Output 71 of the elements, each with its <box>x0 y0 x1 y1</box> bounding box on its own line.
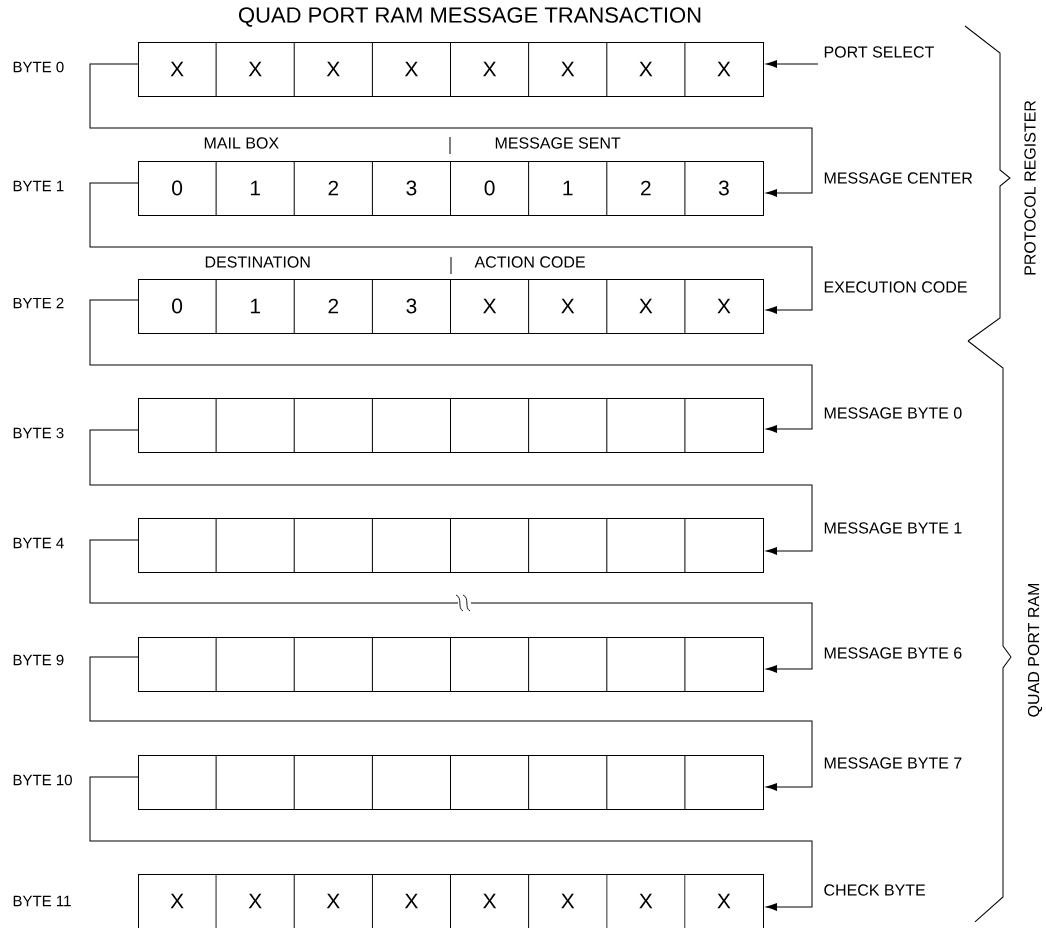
bit-value: X <box>404 61 418 77</box>
connector-arrow <box>766 60 819 68</box>
connector-arrow <box>89 429 813 555</box>
bit-value: X <box>170 893 184 909</box>
byte-label: BYTE 4 <box>13 537 64 549</box>
bit-value: X <box>717 298 731 314</box>
title: QUAD PORT RAM MESSAGE TRANSACTION <box>239 7 701 27</box>
bit-value: 0 <box>172 180 183 196</box>
section-label: PROTOCOL REGISTER <box>1024 100 1036 275</box>
bit-value: 1 <box>250 180 260 196</box>
bit-value: 3 <box>718 180 729 196</box>
field-label: MAIL BOX <box>204 137 279 149</box>
bit-value: X <box>483 893 497 909</box>
edge-label: MESSAGE BYTE 1 <box>822 521 964 535</box>
byte-label: BYTE 11 <box>13 895 71 907</box>
bit-value: X <box>561 298 575 314</box>
byte-label: BYTE 10 <box>13 774 72 786</box>
bit-value: X <box>639 298 653 314</box>
register-row <box>138 636 764 692</box>
bit-value: X <box>248 893 262 909</box>
bit-value: 2 <box>641 180 651 196</box>
bit-value: X <box>404 893 418 909</box>
edge-label: PORT SELECT <box>822 45 936 59</box>
connector-arrow <box>89 776 813 911</box>
register-row <box>138 873 764 928</box>
bit-value: X <box>248 61 262 77</box>
edge-label: MESSAGE BYTE 6 <box>822 646 964 660</box>
bit-value: X <box>326 61 340 77</box>
register-row <box>138 754 764 810</box>
bit-value: X <box>483 61 497 77</box>
edge-label: EXECUTION CODE <box>822 280 969 294</box>
byte-label: BYTE 3 <box>13 427 64 439</box>
field-label: DESTINATION <box>205 256 310 268</box>
register-row <box>138 517 764 573</box>
edge-label: MESSAGE BYTE 0 <box>822 406 964 420</box>
bit-value: 0 <box>484 180 495 196</box>
connector-arrow <box>89 299 813 433</box>
bit-value: X <box>639 61 653 77</box>
connector-arrow <box>89 182 813 314</box>
bit-value: 2 <box>328 298 339 314</box>
register-row <box>138 160 764 216</box>
byte-label: BYTE 2 <box>13 297 64 309</box>
section-label: QUAD PORT RAM <box>1027 583 1043 717</box>
edge-label: MESSAGE CENTER <box>822 171 974 185</box>
bit-value: X <box>561 61 575 77</box>
bit-value: 0 <box>172 298 183 314</box>
connector-arrow <box>89 63 813 197</box>
field-label: MESSAGE SENT <box>495 137 621 149</box>
edge-label: CHECK BYTE <box>822 883 927 897</box>
bit-value: X <box>717 61 731 77</box>
field-label: ACTION CODE <box>474 256 585 268</box>
byte-label: BYTE 0 <box>13 61 64 73</box>
register-row <box>138 397 764 453</box>
connector-arrow <box>89 539 813 673</box>
bit-value: X <box>483 298 497 314</box>
bit-value: X <box>170 61 184 77</box>
edge-label: MESSAGE BYTE 7 <box>822 756 964 770</box>
bit-value: X <box>561 893 575 909</box>
bit-value: 3 <box>406 298 417 314</box>
byte-label: BYTE 9 <box>13 654 64 666</box>
connector-arrow <box>89 656 813 791</box>
register-row <box>138 278 764 334</box>
byte-label: BYTE 1 <box>13 180 64 192</box>
bit-value: X <box>639 893 653 909</box>
bit-value: 3 <box>406 180 417 196</box>
bit-value: X <box>717 893 731 909</box>
bit-value: 2 <box>328 180 339 196</box>
bit-value: X <box>326 893 340 909</box>
bit-value: 1 <box>563 180 573 196</box>
register-row <box>138 41 764 97</box>
bit-value: 1 <box>250 298 260 314</box>
